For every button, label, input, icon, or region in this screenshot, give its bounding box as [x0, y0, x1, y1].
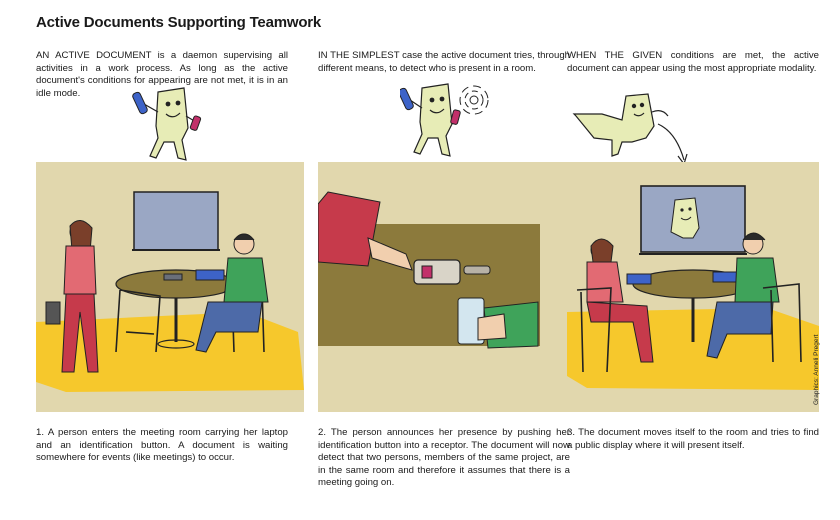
illustration-panel-2: [318, 162, 586, 412]
illustration-panel-3: [567, 162, 819, 412]
active-document-ghost-detecting: [400, 83, 489, 157]
active-document-ghost-idle: [132, 87, 202, 161]
intro-text-2: IN THE SIMPLEST case the active document…: [318, 50, 570, 74]
active-document-ghost-flying: [572, 93, 688, 166]
caption-1: 1. A person enters the meeting room carr…: [36, 427, 288, 463]
caption-3: 3. The document moves itself to the room…: [567, 427, 819, 451]
intro-text-3: WHEN THE GIVEN conditions are met, the a…: [567, 50, 819, 74]
illustration-panel-1: [36, 162, 304, 412]
page-title: Active Documents Supporting Teamwork: [36, 14, 322, 31]
intro-text-1: AN ACTIVE DOCUMENT is a daemon supervisi…: [36, 50, 288, 99]
graphics-credit: Graphics: Anneli Pregert: [813, 334, 820, 405]
caption-2: 2. The person announces her presence by …: [318, 427, 570, 488]
